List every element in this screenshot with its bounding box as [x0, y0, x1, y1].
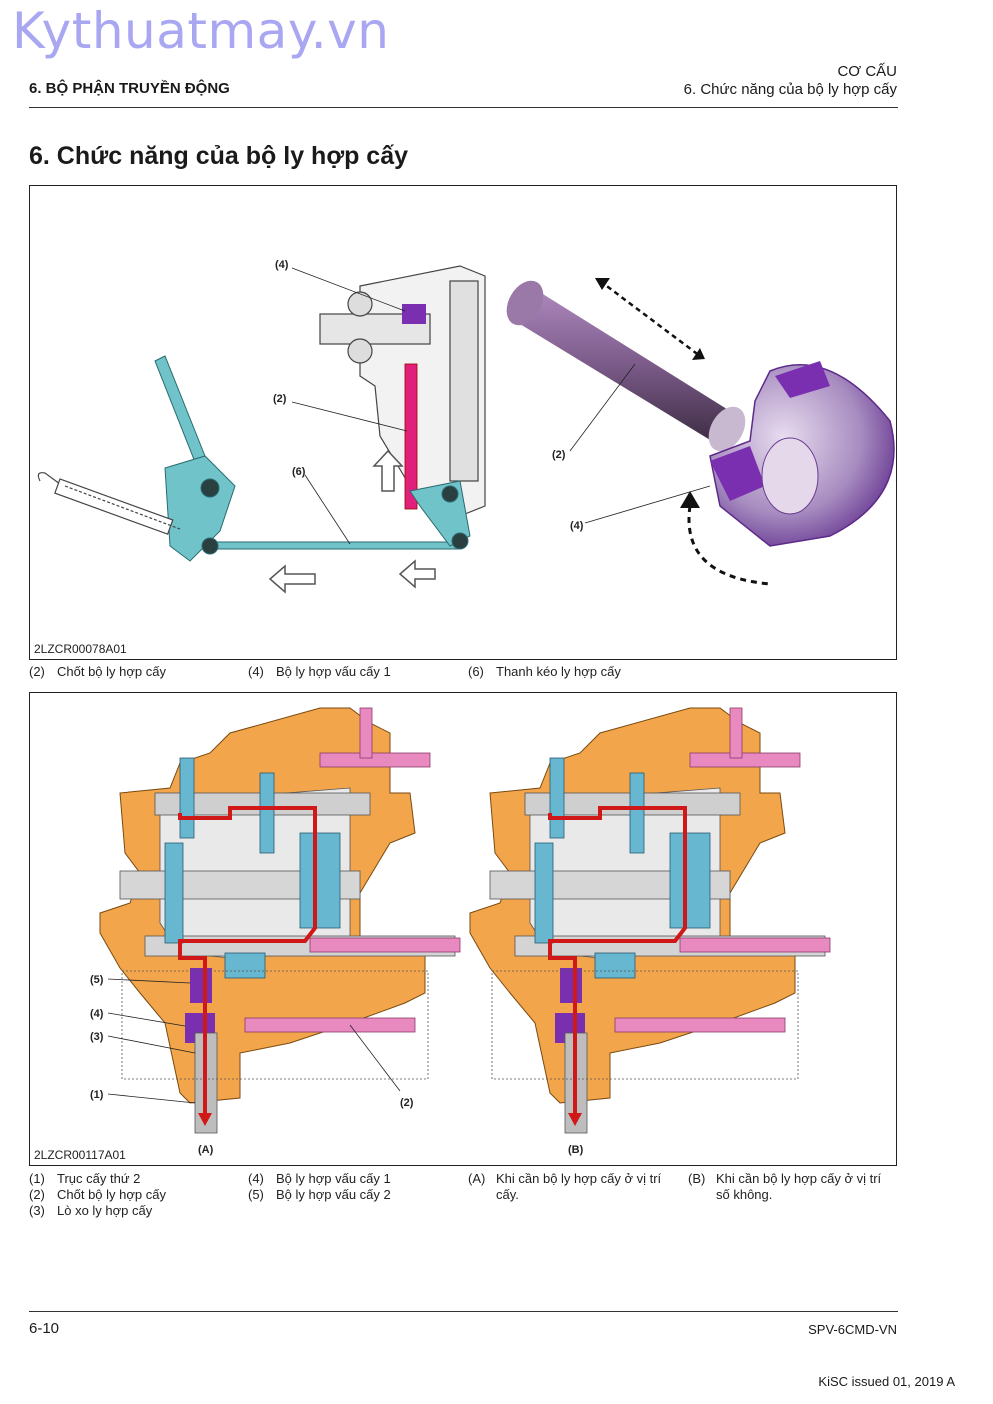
legend-item: (A) Khi cần bộ ly hợp cấy ở vị trí cấy. — [468, 1171, 662, 1202]
figure-1-illustration: (4) (2) (6) (2) (4) — [37, 259, 895, 594]
gearbox-cutaway-a — [99, 707, 461, 1134]
left-arrow-icon-2 — [398, 559, 436, 589]
legend-item: (4) Bộ ly hợp vấu cấy 1 — [248, 1171, 391, 1186]
callout-1: (1) — [90, 1089, 104, 1101]
figure-2: (5) (4) (3) (1) (2) (A) (B) 2LZCR00117A0… — [29, 692, 897, 1166]
callout-2: (2) — [273, 393, 287, 405]
legend-item: (4) Bộ ly hợp vấu cấy 1 — [248, 664, 391, 679]
header-section: 6. BỘ PHẬN TRUYỀN ĐỘNG — [29, 80, 230, 97]
legend-item: (3) Lò xo ly hợp cấy — [29, 1203, 153, 1218]
header-subtitle: 6. Chức năng của bộ ly hợp cấy — [683, 81, 897, 98]
callout-4b: (4) — [570, 520, 584, 532]
rotate-arrow — [687, 505, 771, 586]
clutch-claw-1 — [402, 304, 426, 324]
callout-5: (5) — [90, 974, 104, 986]
header-divider — [29, 107, 898, 108]
legend-item: (5) Bộ ly hợp vấu cấy 2 — [248, 1187, 391, 1202]
legend-item: (2) Chốt bộ ly hợp cấy — [29, 1187, 166, 1202]
pin-3d — [506, 280, 746, 452]
up-arrow-icon — [372, 449, 404, 492]
label-a: (A) — [198, 1144, 214, 1156]
figure-2-illustration: (5) (4) (3) (1) (2) (A) (B) — [90, 706, 832, 1156]
clutch-3d — [709, 361, 895, 547]
callout-4: (4) — [275, 259, 289, 271]
gearbox-cutaway-b — [468, 706, 832, 1135]
label-b: (B) — [568, 1144, 584, 1156]
callout-4: (4) — [90, 1008, 104, 1020]
legend-item: (2) Chốt bộ ly hợp cấy — [29, 664, 166, 679]
footer-divider — [29, 1311, 898, 1312]
page-number: 6-10 — [29, 1320, 60, 1337]
callout-3: (3) — [90, 1031, 104, 1043]
legend-item: (B) Khi cần bộ ly hợp cấy ở vị trí số kh… — [688, 1171, 882, 1202]
linkage — [154, 355, 471, 562]
callout-2: (2) — [400, 1097, 414, 1109]
legend-item: (1) Trục cấy thứ 2 — [29, 1171, 141, 1186]
return-spring — [37, 472, 181, 535]
header-category: CƠ CẤU — [837, 63, 897, 80]
figure-1: (4) (2) (6) (2) (4) 2LZCR00078A01 — [29, 185, 897, 660]
figure-2-code: 2LZCR00117A01 — [34, 1148, 126, 1162]
clutch-pin — [404, 363, 418, 510]
watermark: Kythuatmay.vn — [12, 2, 390, 60]
callout-2b: (2) — [552, 449, 566, 461]
legend-item: (6) Thanh kéo ly hợp cấy — [468, 664, 621, 679]
page-title: 6. Chức năng của bộ ly hợp cấy — [29, 142, 409, 170]
issue-label: KiSC issued 01, 2019 A — [818, 1374, 955, 1389]
figure-1-code: 2LZCR00078A01 — [34, 642, 127, 656]
document-code: SPV-6CMD-VN — [808, 1322, 897, 1337]
callout-6: (6) — [292, 466, 306, 478]
left-arrow-icon — [268, 564, 316, 594]
transmission-housing — [319, 265, 486, 517]
slide-arrow — [599, 280, 701, 357]
